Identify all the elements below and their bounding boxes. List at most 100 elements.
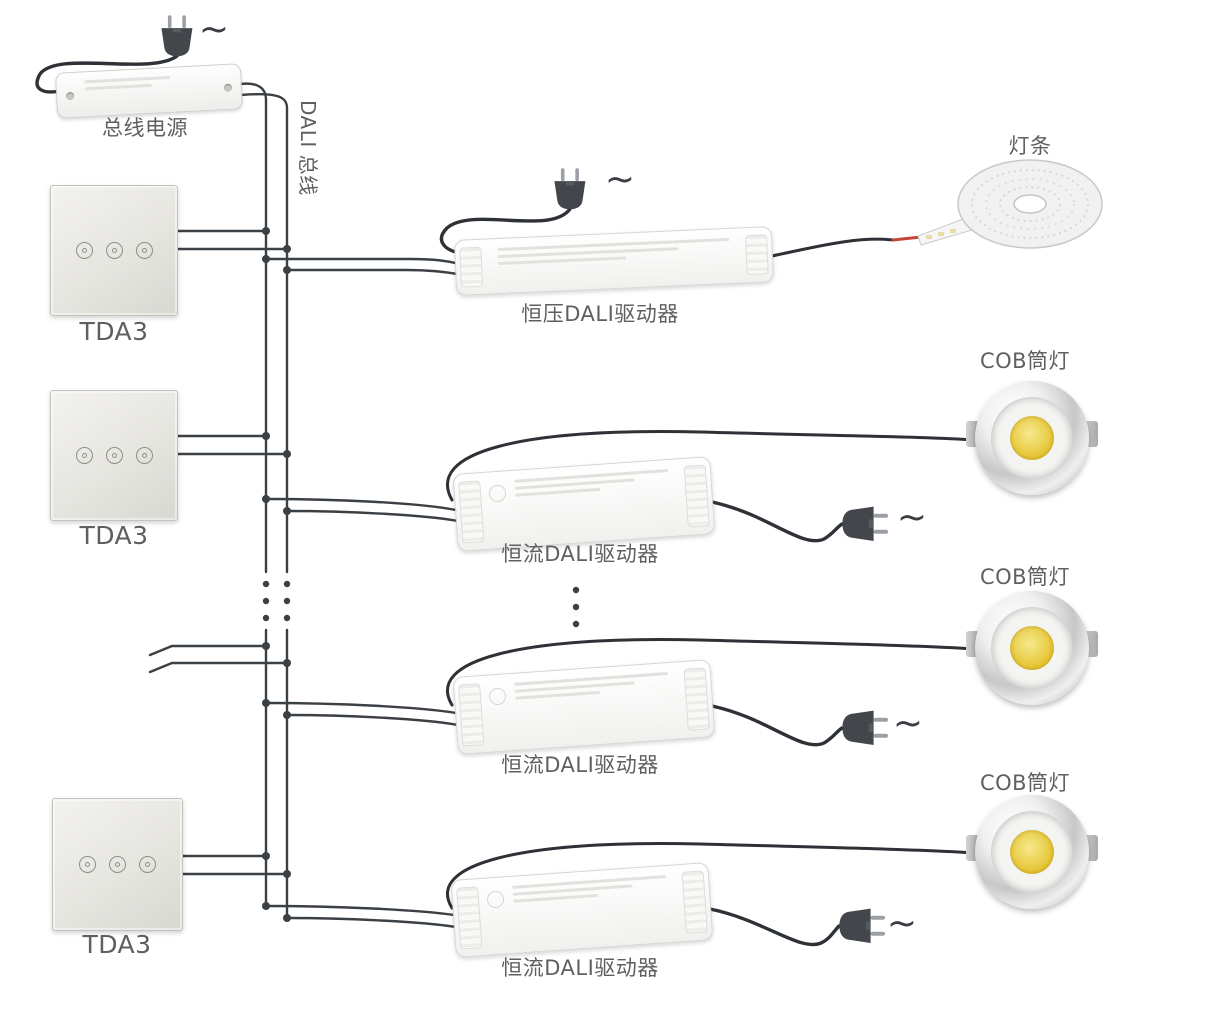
ac-symbol: ~ [892, 703, 924, 744]
junction-dots [262, 227, 291, 922]
cc3-driver-wire-b [285, 916, 458, 929]
downlight-reflector [991, 607, 1073, 689]
ellipsis-dot [262, 597, 270, 605]
junction-dot [283, 245, 291, 253]
cob-label: COB筒灯 [979, 565, 1071, 589]
junction-dot [262, 255, 270, 263]
downlight-reflector [991, 397, 1073, 479]
junction-dot [283, 914, 291, 922]
junction-dot [262, 495, 270, 503]
bus-connection-wires [148, 229, 464, 929]
touch-button-icon [105, 447, 123, 464]
brand-logo-icon [488, 484, 507, 503]
junction-dot [283, 450, 291, 458]
downlight-bezel [975, 381, 1089, 495]
led-chip [926, 235, 932, 239]
tda3-panel-3 [52, 798, 183, 931]
panel-hint-wire-b [148, 661, 289, 674]
wire-cv-to-strip [770, 237, 895, 258]
led-strip-art [917, 159, 1103, 249]
cord-bus-power [35, 54, 179, 94]
cc1-driver-wire-a [264, 497, 458, 512]
junction-dot [283, 659, 291, 667]
cv-driver-label: 恒压DALI驱动器 [521, 302, 679, 326]
ellipsis-dot [572, 603, 580, 611]
cc3-driver-wire-a [264, 904, 456, 917]
coil-core [1013, 194, 1047, 214]
ellipsis-dot [262, 614, 270, 622]
cc2-driver-wire-a [264, 701, 458, 715]
device-print [514, 469, 669, 501]
cord-cc1-driver [710, 500, 844, 543]
tda3-panel-1 [50, 185, 178, 316]
cc-driver-label: 恒流DALI驱动器 [501, 753, 659, 777]
power-plug-icon [842, 506, 888, 541]
terminal-block [683, 667, 710, 731]
coil-ring [985, 178, 1075, 230]
panel-label: TDA3 [79, 317, 149, 346]
cob-label: COB筒灯 [979, 349, 1071, 373]
led-chip [938, 232, 944, 236]
junction-dot [283, 711, 291, 719]
terminal-block [745, 234, 769, 276]
downlight-bezel [975, 795, 1089, 909]
ac-symbol: ~ [198, 9, 230, 50]
ac-symbol: ~ [604, 159, 636, 200]
coil-ring [999, 186, 1061, 222]
device-print [514, 672, 669, 704]
junction-dot [262, 432, 270, 440]
touch-button-icon [135, 447, 153, 464]
bus-ellipsis-dots [262, 580, 291, 622]
screw-icon [223, 83, 233, 93]
dali-bus-line-a [238, 82, 268, 908]
power-plug-icon [839, 908, 885, 943]
junction-dot [262, 227, 270, 235]
cc2-driver-wire-b [285, 713, 460, 727]
junction-dot [262, 852, 270, 860]
ellipsis-dot [283, 614, 291, 622]
dali-bus-label: DALI 总线 [296, 100, 320, 196]
touch-button-icon [75, 242, 93, 259]
terminal-block [456, 886, 483, 950]
wire-cc3-to-cob [445, 842, 976, 910]
touch-button-icon [79, 856, 96, 873]
ellipsis-dot [572, 586, 580, 594]
touch-button-icon [75, 447, 93, 464]
touch-button-icon [139, 856, 156, 873]
terminal-block [683, 464, 710, 528]
cob-downlight-3 [966, 795, 1098, 909]
cv-driver-wire-a [264, 257, 462, 266]
junction-dot [262, 699, 270, 707]
mains-cords [35, 54, 844, 947]
panel-hint-wire-a [148, 644, 268, 657]
ac-symbol: ~ [886, 903, 918, 944]
driver-ellipsis-dots [572, 586, 580, 628]
lamp-output-wires [445, 235, 976, 910]
junction-dot [283, 266, 291, 274]
touch-button-icon [109, 856, 126, 873]
led-strip-label: 灯条 [1008, 134, 1052, 158]
screw-icon [65, 91, 75, 101]
power-plug-icon [842, 710, 888, 745]
touch-button-icon [105, 242, 123, 259]
cob-led-chip [1010, 416, 1054, 460]
cv-driver-wire-b [285, 268, 464, 277]
cob-downlight-2 [966, 591, 1098, 705]
bus-power-supply [54, 63, 244, 119]
led-strip-coil [888, 152, 1118, 266]
device-print [512, 875, 667, 907]
terminal-block [681, 870, 708, 934]
cob-label: COB筒灯 [979, 771, 1071, 795]
junction-dot [283, 870, 291, 878]
junction-dot [283, 507, 291, 515]
wire-cc2-to-cob [445, 638, 976, 707]
cob-led-chip [1010, 830, 1054, 874]
cord-cv-driver [439, 207, 572, 255]
terminal-block [458, 480, 485, 544]
junction-dot [262, 642, 270, 650]
cord-cc2-driver [710, 704, 844, 747]
terminal-block [458, 683, 485, 747]
dali-bus-line-b [239, 93, 289, 920]
ellipsis-dot [283, 597, 291, 605]
